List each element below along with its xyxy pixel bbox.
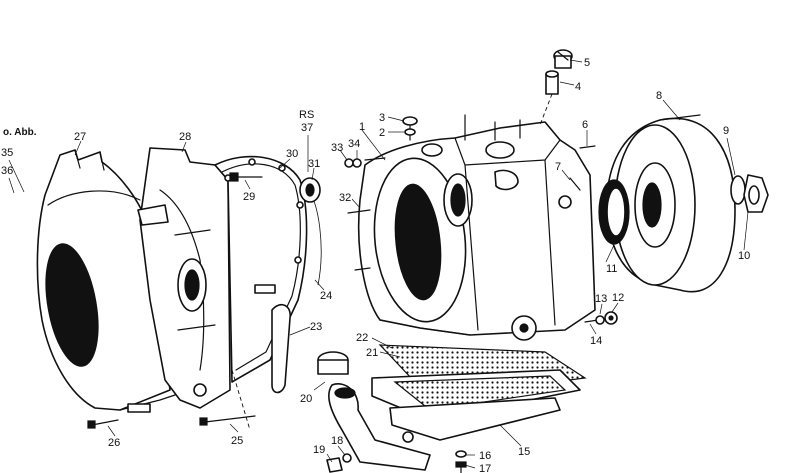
- callout-18: 18: [331, 435, 343, 447]
- seal-31: [299, 177, 321, 203]
- callout-26: 26: [108, 437, 120, 449]
- callout-34: 34: [348, 138, 360, 150]
- callout-2: 2: [379, 127, 385, 139]
- washer-2: [404, 128, 416, 136]
- callout-rs: RS: [299, 109, 314, 121]
- callout-33: 33: [331, 142, 343, 154]
- note-text: o. Abb.: [3, 127, 37, 138]
- washer-9: [730, 175, 746, 205]
- callout-29: 29: [243, 191, 255, 203]
- bolt-25: [199, 415, 256, 426]
- callout-1: 1: [359, 121, 365, 133]
- callout-28: 28: [179, 131, 191, 143]
- callout-30: 30: [286, 148, 298, 160]
- callout-14: 14: [590, 335, 602, 347]
- washer-18: [342, 453, 352, 463]
- callout-15: 15: [518, 446, 530, 458]
- callout-21: 21: [366, 347, 378, 359]
- seal-ring-11: [598, 179, 630, 245]
- flywheel-8: [605, 114, 736, 293]
- callout-24: 24: [320, 290, 332, 302]
- alignment-line: [231, 369, 251, 431]
- callout-10: 10: [738, 250, 750, 262]
- nut-12: [604, 311, 618, 325]
- oil-cap-5: [553, 49, 573, 69]
- crankcase: [357, 121, 596, 341]
- callout-20: 20: [300, 393, 312, 405]
- sleeve-4: [545, 70, 559, 95]
- callout-13: 13: [595, 293, 607, 305]
- callout-22: 22: [356, 332, 368, 344]
- callout-25: 25: [231, 435, 243, 447]
- callout-5: 5: [584, 57, 590, 69]
- washer-16: [455, 450, 467, 458]
- oil-filler-20: [317, 351, 431, 471]
- gasket-22: [393, 375, 567, 411]
- callout-23: 23: [310, 321, 322, 333]
- callout-7: 7: [555, 161, 561, 173]
- hose-23: [271, 303, 291, 394]
- washer-34: [352, 158, 362, 168]
- callout-3: 3: [379, 112, 385, 124]
- nut-10: [743, 174, 769, 213]
- leader-lines: [8, 59, 749, 469]
- callout-4: 4: [575, 81, 581, 93]
- screw-7: [569, 177, 581, 191]
- bolt-26: [87, 419, 119, 429]
- fan-shroud: [36, 149, 176, 413]
- callout-16: 16: [479, 450, 491, 462]
- callout-6: 6: [582, 119, 588, 131]
- callout-17: 17: [479, 463, 491, 473]
- screw-17: [455, 461, 467, 473]
- washer-13: [595, 315, 605, 325]
- bolt-29: [229, 172, 263, 182]
- callout-8: 8: [656, 90, 662, 102]
- callout-27: 27: [74, 131, 86, 143]
- callout-19: 19: [313, 444, 325, 456]
- callout-32: 32: [339, 192, 351, 204]
- callout-11: 11: [606, 263, 617, 275]
- alignment-line-top: [539, 93, 553, 126]
- callout-37: 37: [301, 122, 313, 134]
- callout-12: 12: [612, 292, 624, 304]
- fan-housing: [137, 147, 231, 409]
- callout-36: 36: [1, 165, 13, 177]
- callout-35: 35: [1, 147, 13, 159]
- callout-31: 31: [308, 158, 320, 170]
- callout-9: 9: [723, 125, 729, 137]
- nut-33: [344, 158, 354, 168]
- bolt-19: [326, 457, 343, 473]
